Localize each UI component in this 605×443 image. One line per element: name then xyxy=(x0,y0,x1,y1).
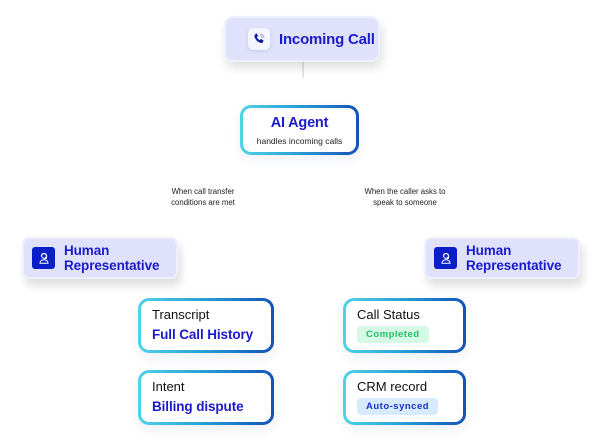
connector-line xyxy=(302,62,304,78)
condition-line: When call transfer xyxy=(171,187,235,196)
human-representative-label: Human Representative xyxy=(64,243,160,273)
ai-agent-subtitle: handles incoming calls xyxy=(256,136,343,146)
condition-line: conditions are met xyxy=(171,198,235,207)
crm-record-key: CRM record xyxy=(357,379,428,394)
human-representative-node-left[interactable]: Human Representative xyxy=(22,237,178,279)
transcript-card[interactable]: Transcript Full Call History xyxy=(138,298,274,353)
status-badge: Completed xyxy=(357,326,429,343)
human-representative-label: Human Representative xyxy=(466,243,562,273)
label-line: Representative xyxy=(466,258,562,273)
label-line: Human xyxy=(64,243,110,258)
call-status-card[interactable]: Call Status Completed xyxy=(343,298,466,353)
transcript-key: Transcript xyxy=(152,307,210,322)
agent-headset-icon xyxy=(434,247,457,269)
phone-icon xyxy=(248,28,270,50)
human-representative-node-right[interactable]: Human Representative xyxy=(424,237,580,279)
ai-agent-title: AI Agent xyxy=(270,115,329,131)
crm-record-card[interactable]: CRM record Auto-synced xyxy=(343,370,466,425)
sync-badge: Auto-synced xyxy=(357,398,439,415)
intent-value: Billing dispute xyxy=(152,399,244,414)
incoming-call-label: Incoming Call xyxy=(279,30,375,48)
transfer-condition-left: When call transfer conditions are met xyxy=(148,186,258,208)
intent-card[interactable]: Intent Billing dispute xyxy=(138,370,274,425)
incoming-call-node[interactable]: Incoming Call xyxy=(224,16,380,62)
label-line: Representative xyxy=(64,258,160,273)
label-line: Human xyxy=(466,243,512,258)
transfer-condition-right: When the caller asks to speak to someone xyxy=(340,186,470,208)
condition-line: speak to someone xyxy=(373,198,437,207)
ai-agent-node[interactable]: AI Agent handles incoming calls xyxy=(240,105,359,155)
call-status-key: Call Status xyxy=(357,307,420,322)
condition-line: When the caller asks to xyxy=(364,187,446,196)
agent-headset-icon xyxy=(32,247,55,269)
intent-key: Intent xyxy=(152,379,185,394)
transcript-value: Full Call History xyxy=(152,327,254,342)
